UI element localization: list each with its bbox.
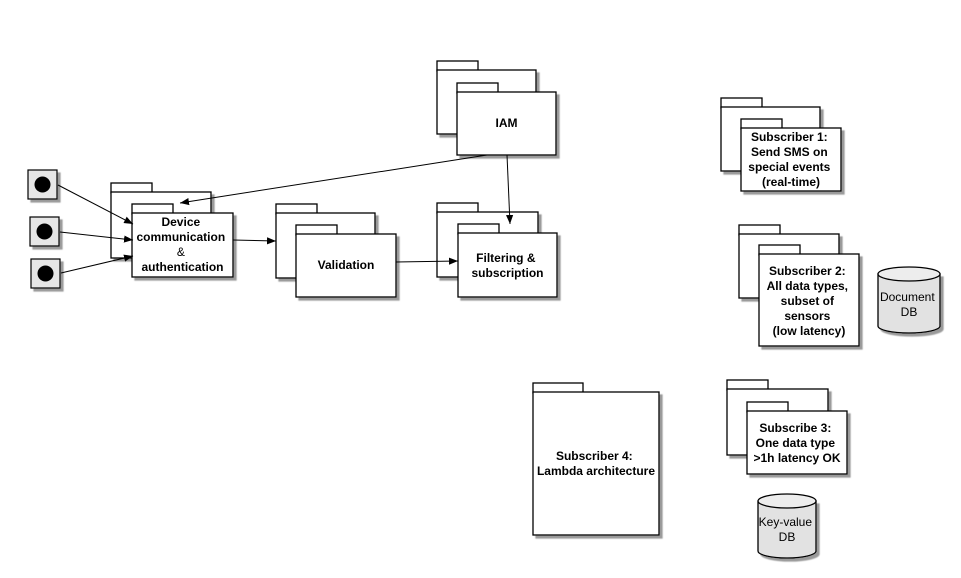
subscriber-1-label: Subscriber 1: Send SMS on special events… [748,130,833,189]
subscriber-1-component: Subscriber 1: Send SMS on special events… [720,97,842,192]
sensor-dot-icon [36,223,53,240]
subscriber-4-label: Subscriber 4: Lambda architecture [537,449,655,478]
validation-component: Validation [275,203,397,298]
edge-sensor2-to-device [59,231,134,243]
document-db-label: Document DB [880,290,938,319]
filtering-component: Filtering & subscription [436,202,558,298]
subscriber-3-component: Subscribe 3: One data type >1h latency O… [726,379,848,475]
filtering-label: Filtering & subscription [471,251,543,280]
validation-label: Validation [318,258,375,272]
edge-sensor1-to-device [57,184,134,225]
keyvalue-db-label: Key-value DB [759,515,816,544]
sensor-1 [27,169,58,200]
sensor-2 [29,216,60,247]
iam-label: IAM [496,116,518,130]
sensor-3 [30,258,61,289]
device-communication-label: Device communication & authentication [136,215,228,274]
subscriber-2-label: Subscriber 2: All data types, subset of … [767,264,852,338]
document-db: Document DB [877,266,941,334]
sensor-dot-icon [34,176,51,193]
edge-sensor3-to-device [60,254,134,274]
edge-iam-to-filtering [506,154,514,225]
device-communication-component: Device communication & authentication [110,182,234,278]
subscriber-2-component: Subscriber 2: All data types, subset of … [738,224,860,347]
edge-device-to-validation [232,237,277,245]
sensor-dot-icon [37,265,54,282]
iam-component: IAM [436,60,557,156]
edge-validation-to-filtering [395,257,459,265]
subscriber-4-component: Subscriber 4: Lambda architecture [532,382,660,536]
keyvalue-db: Key-value DB [757,493,817,559]
subscriber-3-label: Subscribe 3: One data type >1h latency O… [753,421,840,465]
edge-iam-to-device [179,154,488,206]
